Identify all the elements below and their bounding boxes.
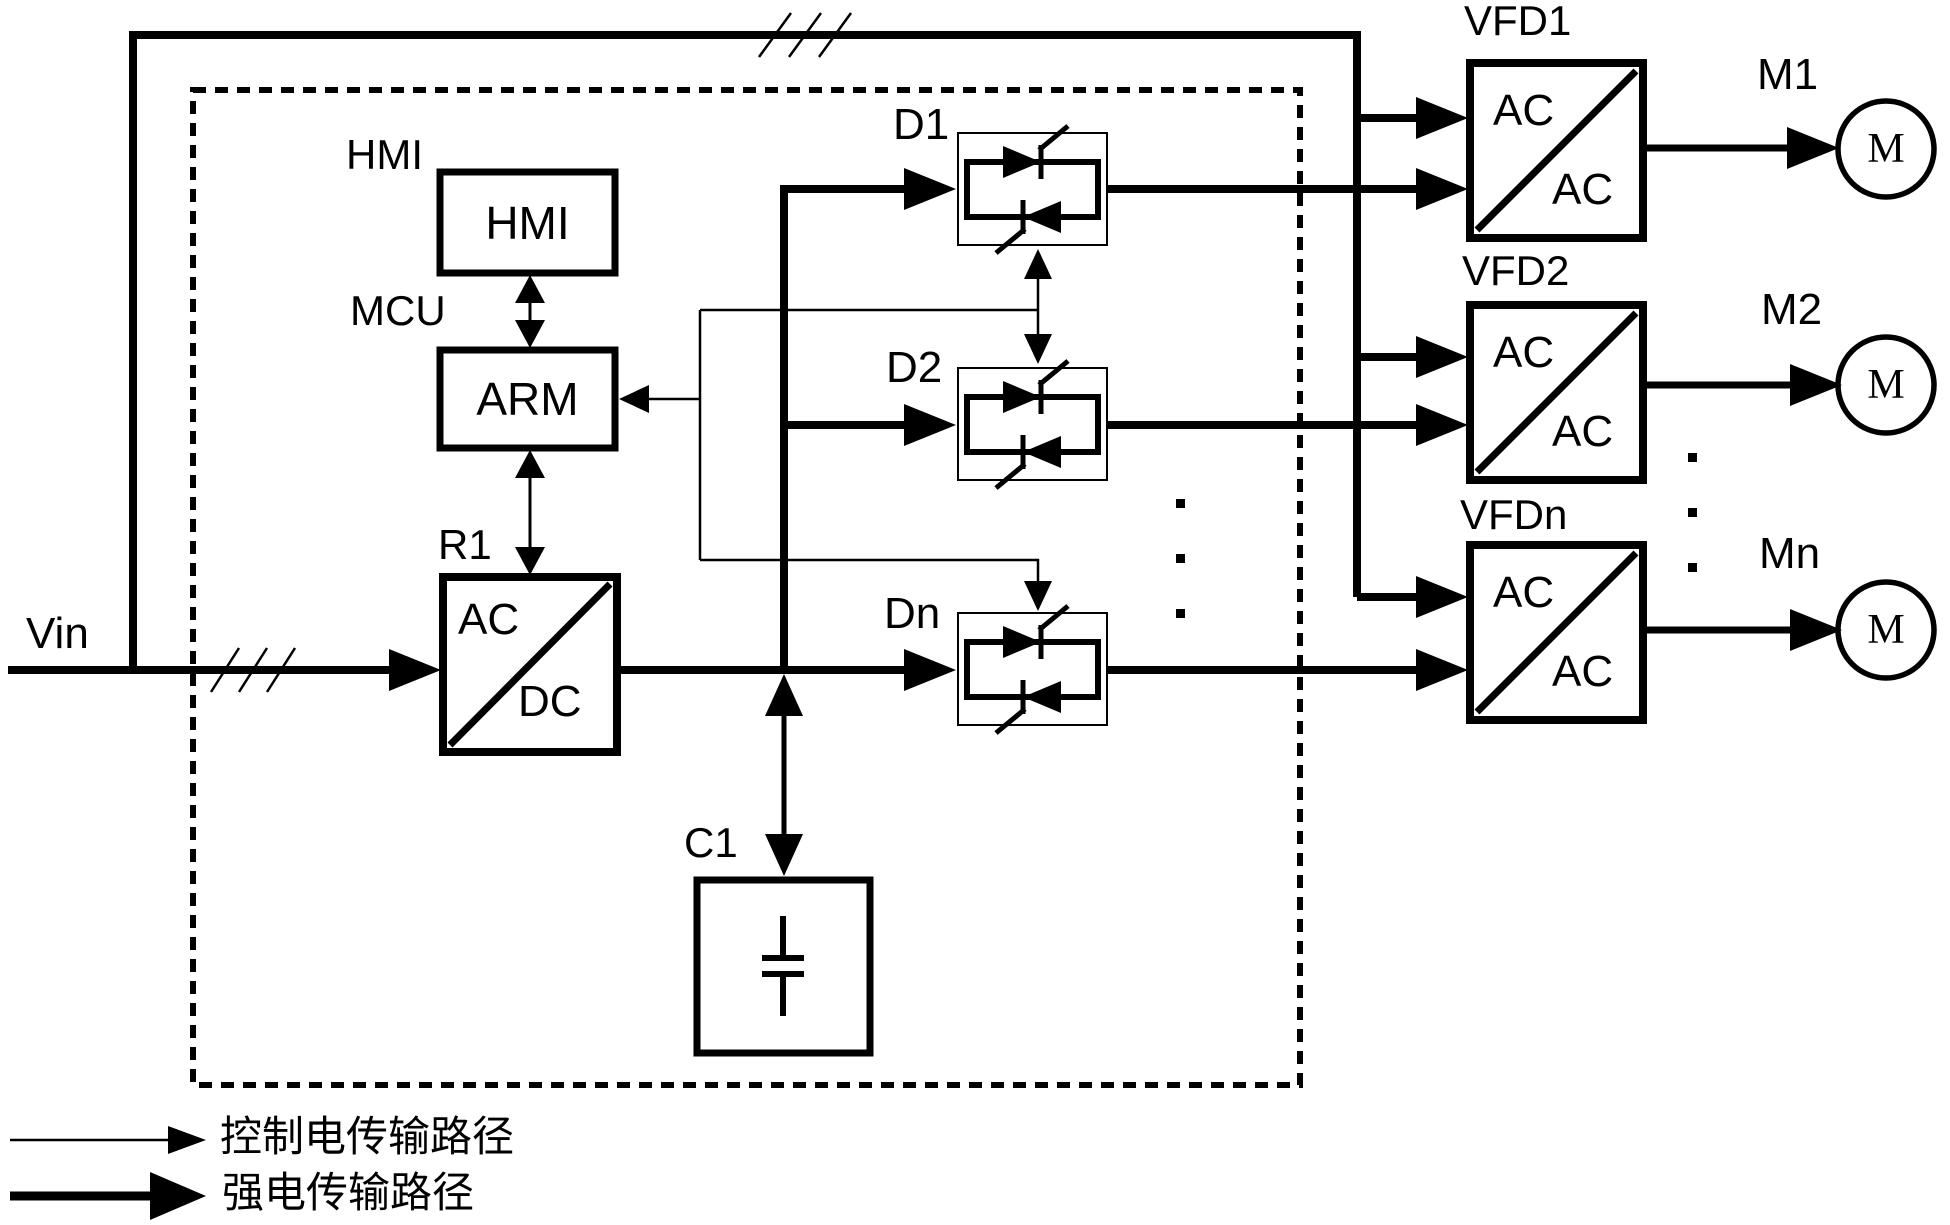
link-dn-gate-arrowhead [1024, 581, 1052, 611]
motorn-symbol: M [1867, 607, 1905, 653]
three-phase-marks-top [757, 12, 853, 58]
three-phase-marks-input [209, 647, 297, 693]
c1-capacitor-box [693, 876, 874, 1057]
enclosure-dashed-box [190, 87, 1303, 1088]
label-dn-title: Dn [884, 589, 941, 638]
link-bus-c1 [765, 674, 803, 876]
vin-input-line [8, 649, 441, 691]
legend-power-text: 强电传输路径 [222, 1169, 475, 1216]
r1-dc-text: DC [518, 677, 582, 726]
dc-bus [617, 168, 956, 691]
legend-control-text: 控制电传输路径 [220, 1113, 515, 1160]
vfd1-out-text: AC [1552, 165, 1614, 214]
link-arm-r1 [515, 450, 545, 575]
d1-thyristor-module [957, 124, 1108, 255]
label-m1-title: M1 [1757, 50, 1819, 99]
vfdn-out-text: AC [1552, 647, 1614, 696]
label-m2-title: M2 [1761, 285, 1823, 334]
vfd1-in-text: AC [1493, 86, 1555, 135]
d2-thyristor-module [957, 359, 1108, 490]
motor1-circle [1835, 98, 1937, 200]
label-d1-title: D1 [893, 100, 950, 149]
arm-box-outline [436, 346, 619, 452]
vfdn-in-text: AC [1493, 568, 1555, 617]
label-vin: Vin [26, 609, 89, 658]
vfd2-box [1466, 301, 1647, 484]
vfd2-out-text: AC [1552, 407, 1614, 456]
motor1-symbol: M [1867, 126, 1905, 172]
label-hmi-title: HMI [346, 131, 423, 178]
r1-rectifier-box [439, 573, 621, 756]
motor2-circle [1835, 334, 1937, 436]
label-c1-title: C1 [684, 819, 738, 866]
label-vfd1-title: VFD1 [1464, 0, 1572, 44]
label-r1-title: R1 [438, 521, 492, 568]
label-d2-title: D2 [886, 343, 943, 392]
control-distribution-lines [619, 308, 1040, 586]
r1-ac-text: AC [458, 595, 520, 644]
motor2-symbol: M [1867, 362, 1905, 408]
vfd2-in-text: AC [1493, 328, 1555, 377]
d-output-lines [1107, 168, 1468, 691]
ellipsis-between-d2-dn [1176, 499, 1185, 618]
link-d1-d2-gate [1024, 249, 1052, 364]
arm-box-text: ARM [476, 373, 579, 425]
motor-feed-lines [1643, 127, 1842, 651]
label-vfd2-title: VFD2 [1462, 247, 1570, 294]
label-mn-title: Mn [1759, 529, 1821, 578]
link-hmi-arm [515, 275, 545, 348]
hmi-box-outline [436, 168, 619, 277]
motorn-circle [1835, 579, 1937, 681]
legend-thin-arrow [10, 1126, 206, 1154]
label-vfdn-title: VFDn [1460, 491, 1568, 538]
capacitor-symbol [762, 916, 804, 1016]
hmi-box-text: HMI [485, 196, 570, 249]
ellipsis-between-m2-mn [1688, 453, 1697, 572]
dn-thyristor-module [957, 604, 1108, 735]
legend-thick-arrow [10, 1172, 206, 1220]
label-mcu-title: MCU [350, 287, 446, 334]
top-power-bus [129, 31, 1468, 670]
